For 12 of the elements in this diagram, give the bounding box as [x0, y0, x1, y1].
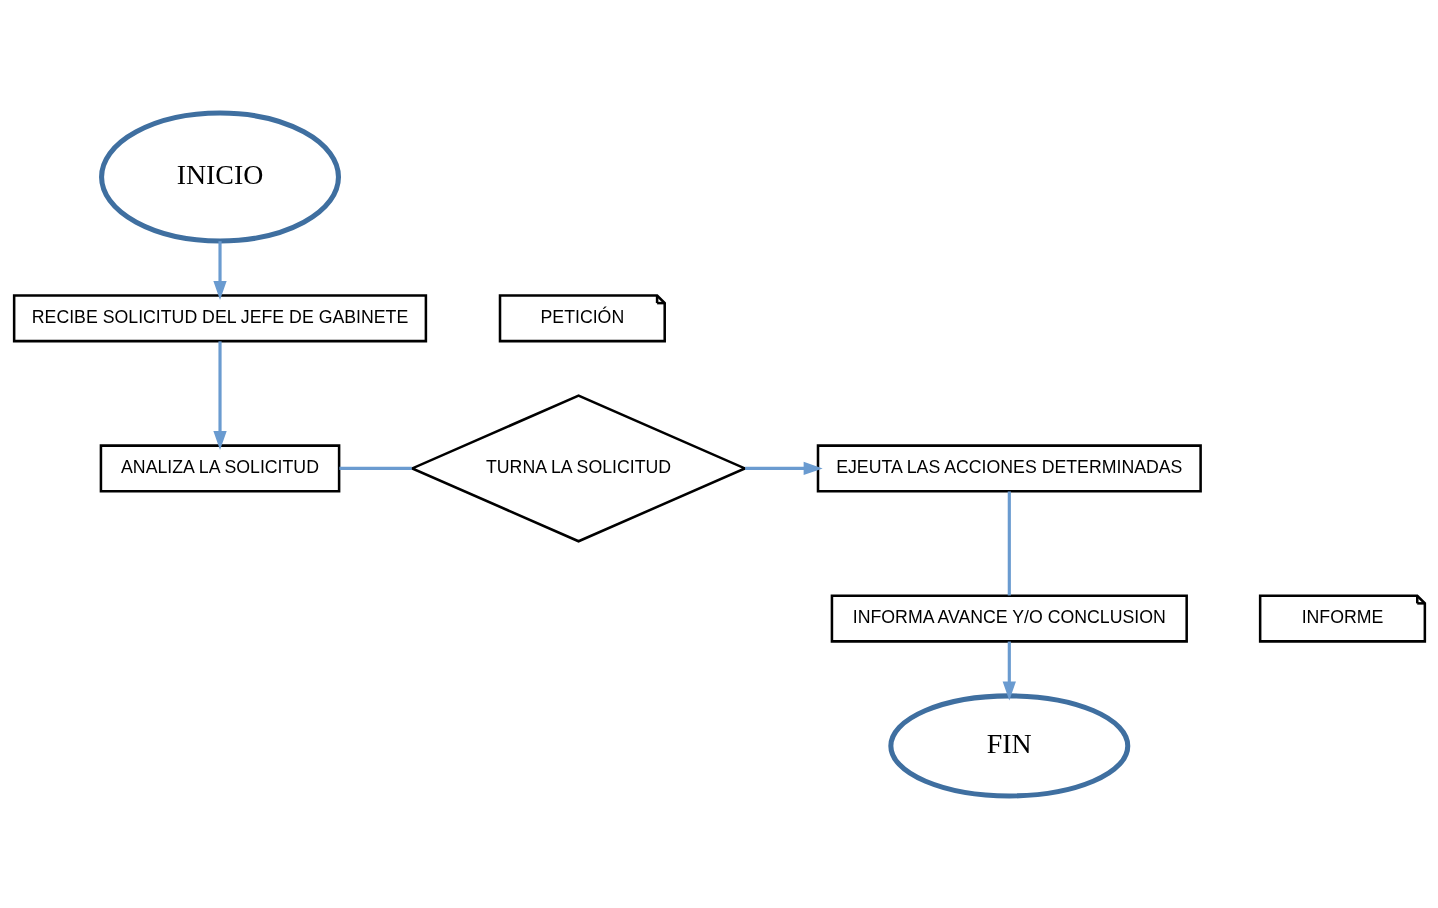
- arrow: [1002, 641, 1016, 700]
- node-box: INFORMA AVANCE Y/O CONCLUSION: [830, 594, 1188, 643]
- arrow: [744, 461, 823, 475]
- node-ellipse: INICIO: [98, 110, 341, 244]
- node-box: ANALIZA LA SOLICITUD: [99, 443, 340, 492]
- arrow: [212, 340, 227, 450]
- node-box: RECIBE SOLICITUD DEL JEFE DE GABINETE: [12, 293, 427, 342]
- connector: [1007, 491, 1011, 595]
- connector: [338, 466, 412, 470]
- node-ellipse: FIN: [887, 692, 1130, 798]
- node-box: EJEUTA LAS ACCIONES DETERMINADAS: [816, 443, 1202, 492]
- arrow: [212, 240, 227, 300]
